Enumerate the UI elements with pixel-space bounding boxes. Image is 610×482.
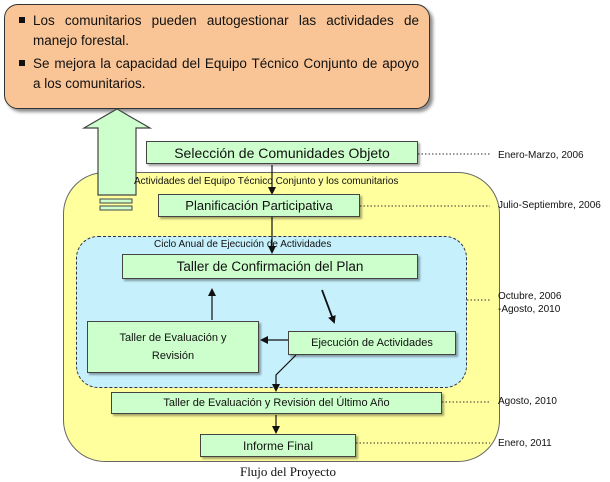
project-goals-box: Los comunitarios pueden autogestionar la… xyxy=(4,4,430,109)
ejecucion-box: Ejecución de Actividades xyxy=(288,331,456,355)
date-ciclo-start: Octubre, 2006 xyxy=(498,291,562,302)
arrow-ejecucion-to-final xyxy=(272,354,297,392)
date-informe: Enero, 2011 xyxy=(498,438,552,449)
taller-evaluacion-line2: Revisión xyxy=(151,350,195,362)
up-arrow-icon xyxy=(81,108,153,196)
seleccion-box: Selección de Comunidades Objeto xyxy=(146,141,418,164)
taller-final-box: Taller de Evaluación y Revisión del Últi… xyxy=(111,392,442,414)
outer-container-label: Actividades del Equipo Técnico Conjunto … xyxy=(134,176,399,187)
taller-confirmacion-box: Taller de Confirmación del Plan xyxy=(122,254,418,279)
arrow-stripe xyxy=(99,198,133,204)
date-ciclo-end: -Agosto, 2010 xyxy=(498,304,561,315)
taller-evaluacion-box: Taller de Evaluación y Revisión xyxy=(87,321,259,373)
goal-item: Se mejora la capacidad del Equipo Técnic… xyxy=(19,54,419,94)
planificacion-box: Planificación Participativa xyxy=(158,194,360,217)
date-planificacion: Julio-Septiembre, 2006 xyxy=(498,200,601,211)
taller-evaluacion-line1: Taller de Evaluación y xyxy=(119,332,227,344)
cycle-container-label: Ciclo Anual de Ejecución de Actividades xyxy=(154,239,332,250)
informe-final-box: Informe Final xyxy=(200,434,356,457)
goal-item: Los comunitarios pueden autogestionar la… xyxy=(19,11,419,51)
figure-caption: Flujo del Proyecto xyxy=(239,464,337,479)
arrow-stripe xyxy=(99,205,133,211)
date-seleccion: Enero-Marzo, 2006 xyxy=(498,150,584,161)
date-taller-final: Agosto, 2010 xyxy=(498,396,557,407)
arrow-confirmacion-to-ejecucion xyxy=(321,289,336,324)
